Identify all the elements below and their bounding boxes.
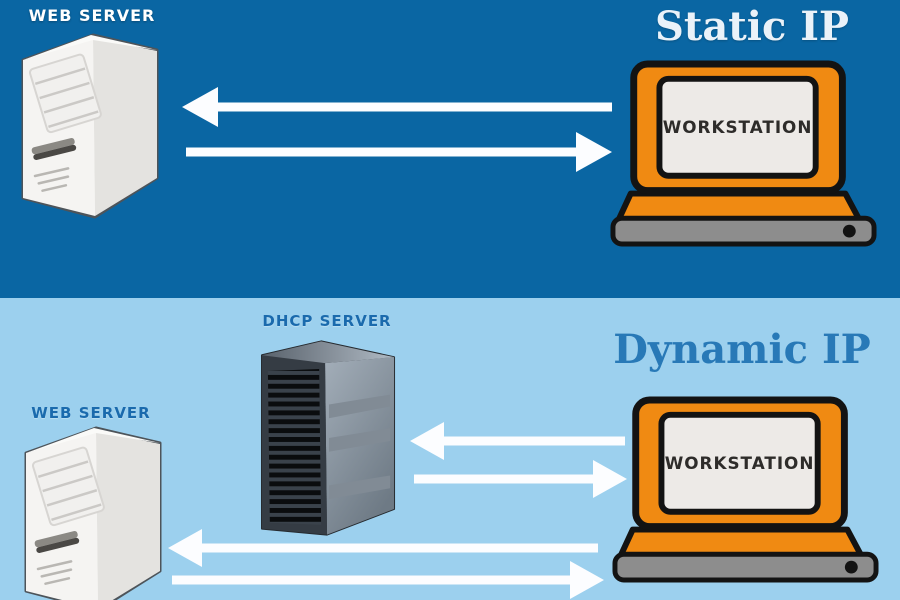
workstation-laptop-icon: WORKSTATION <box>610 60 877 248</box>
dynamic-ip-title: Dynamic IP <box>613 326 871 373</box>
arrow-webserver-to-workstation <box>186 132 612 172</box>
web-server-label: WEB SERVER <box>31 404 151 422</box>
web-server-tower-icon <box>15 30 165 225</box>
dynamic-ip-section: DHCP SERVER WEB SERVER Dynamic IP WORKST… <box>0 298 900 600</box>
workstation-laptop-icon: WORKSTATION <box>612 396 879 584</box>
static-ip-section: WEB SERVER Static IP WORKSTATION <box>0 0 900 298</box>
dhcp-server-tower-icon <box>260 338 398 538</box>
workstation-label: WORKSTATION <box>665 453 815 473</box>
arrow-workstation-to-webserver <box>182 87 612 127</box>
web-server-tower-icon <box>18 423 168 600</box>
static-ip-title: Static IP <box>654 3 850 50</box>
arrow-workstation-to-dhcp <box>410 422 625 460</box>
arrow-dhcp-to-workstation <box>414 460 627 498</box>
dhcp-server-label: DHCP SERVER <box>262 312 392 330</box>
web-server-label: WEB SERVER <box>28 6 156 25</box>
arrow-webserver-to-workstation <box>172 561 604 599</box>
workstation-label: WORKSTATION <box>663 117 813 137</box>
